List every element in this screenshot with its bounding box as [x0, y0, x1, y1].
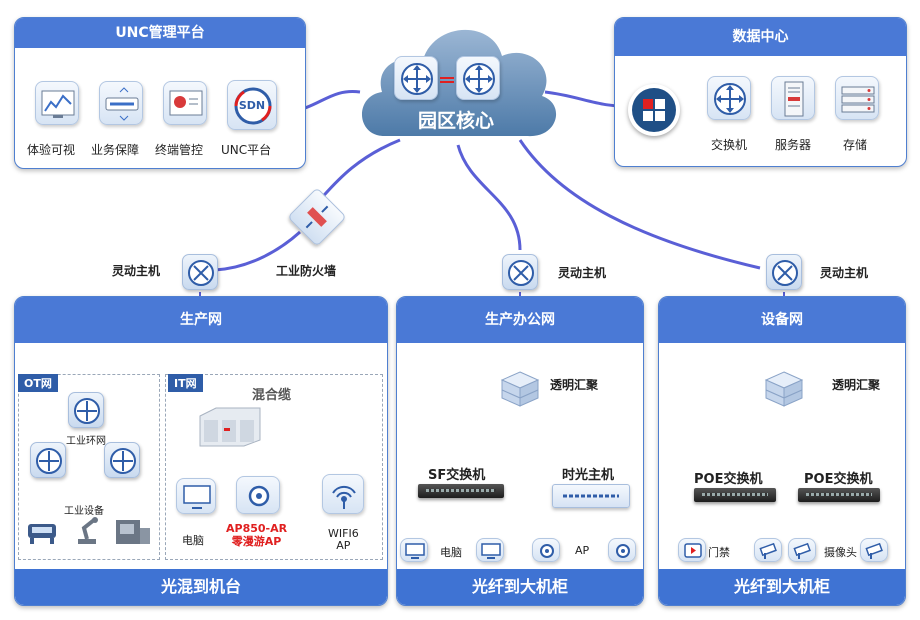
prod-footer: 光混到机台	[15, 569, 387, 605]
access-control-icon	[678, 538, 706, 562]
ap-label-office: AP	[575, 544, 590, 557]
dc-gateway-icon	[628, 84, 680, 136]
robot-arm-icon	[72, 514, 104, 546]
equip-agg-label: 透明汇聚	[832, 378, 881, 392]
wifi6-label: WIFI6 AP	[328, 527, 359, 552]
production-panel: 生产网 光混到机台	[14, 296, 388, 606]
ring-switch-left	[30, 442, 66, 478]
core-switch-icon-left	[394, 56, 438, 100]
pc-icon-prod	[176, 478, 216, 514]
cnc-machine-icon	[114, 514, 152, 546]
office-aggregation-icon	[498, 368, 542, 408]
pc-icon-office-1	[400, 538, 428, 562]
equip-title: 设备网	[659, 297, 905, 343]
unc-panel: UNC管理平台 体验可视 业务保障 终端管控 SDN UNC平台	[14, 17, 306, 169]
host-icon-prod	[182, 254, 218, 290]
ap-icon-office-2	[608, 538, 636, 562]
server-icon	[771, 76, 815, 120]
dc-switch-icon	[707, 76, 751, 120]
ring-label: 工业环网	[66, 436, 106, 447]
chart-monitor-icon	[35, 81, 79, 125]
ring-switch-top	[68, 392, 104, 428]
host-label-prod: 灵动主机	[112, 264, 161, 278]
core-title: 园区核心	[417, 110, 494, 132]
host-label-equip: 灵动主机	[820, 266, 869, 280]
poe-switch-1-label: POE交换机	[694, 472, 763, 487]
equip-footer: 光纤到大机柜	[659, 569, 905, 605]
firewall-icon	[287, 187, 347, 247]
ot-zone	[18, 374, 160, 560]
door-label: 门禁	[708, 546, 730, 559]
unc-item-assurance: 业务保障	[91, 143, 140, 157]
unc-item-experience: 体验可视	[27, 143, 76, 157]
dc-title: 数据中心	[615, 18, 906, 56]
office-agg-label: 透明汇聚	[550, 378, 599, 392]
ring-switch-right	[104, 442, 140, 478]
campus-core-cloud: 园区核心	[352, 8, 560, 148]
camera-icon-3	[860, 538, 888, 562]
camera-label: 摄像头	[824, 546, 857, 559]
firewall-label: 工业防火墙	[276, 264, 337, 278]
ot-tag: OT网	[18, 374, 58, 392]
unc-item-platform: UNC平台	[221, 143, 272, 157]
equip-aggregation-icon	[762, 368, 806, 408]
storage-icon	[835, 76, 879, 120]
host-icon-office	[502, 254, 538, 290]
dc-item-server: 服务器	[775, 138, 812, 152]
ap850-icon	[236, 476, 280, 514]
poe-switch-1-icon	[694, 488, 776, 502]
unc-title: UNC管理平台	[15, 18, 305, 48]
prod-title: 生产网	[15, 297, 387, 343]
sdn-label: SDN	[238, 99, 266, 112]
unc-item-terminal: 终端管控	[155, 143, 204, 157]
office-footer: 光纤到大机柜	[397, 569, 643, 605]
pc-icon-office-2	[476, 538, 504, 562]
terminal-control-icon	[163, 81, 207, 125]
sf-switch-label: SF交换机	[428, 468, 486, 483]
dc-item-switch: 交换机	[711, 138, 748, 152]
office-panel: 生产办公网 光纤到大机柜	[396, 296, 644, 606]
pc-label-prod: 电脑	[182, 534, 204, 547]
sf-switch-icon	[418, 484, 504, 498]
sdn-platform-icon: SDN	[227, 80, 277, 130]
core-link-icon	[440, 72, 454, 86]
bandwidth-icon	[99, 81, 143, 125]
it-zone	[165, 374, 383, 560]
it-tag: IT网	[168, 374, 203, 392]
industrial-devices-label: 工业设备	[64, 506, 104, 517]
camera-icon-1	[754, 538, 782, 562]
ap850-label: AP850-AR 零漫游AP	[226, 522, 288, 548]
pc-label-office: 电脑	[440, 546, 462, 559]
poe-switch-2-icon	[798, 488, 880, 502]
hybrid-cable-label: 混合缆	[252, 388, 292, 403]
wifi6-ap-icon	[322, 474, 364, 514]
office-title: 生产办公网	[397, 297, 643, 343]
dc-item-storage: 存储	[843, 138, 868, 152]
ap-icon-office-1	[532, 538, 560, 562]
industrial-machine-icon	[26, 518, 58, 546]
timelight-host-icon	[552, 484, 630, 508]
core-switch-icon-right	[456, 56, 500, 100]
hybrid-cable-device-icon	[196, 404, 264, 448]
camera-icon-2	[788, 538, 816, 562]
host-icon-equip	[766, 254, 802, 290]
poe-switch-2-label: POE交换机	[804, 472, 873, 487]
timelight-label: 时光主机	[562, 468, 615, 483]
host-label-office: 灵动主机	[558, 266, 607, 280]
